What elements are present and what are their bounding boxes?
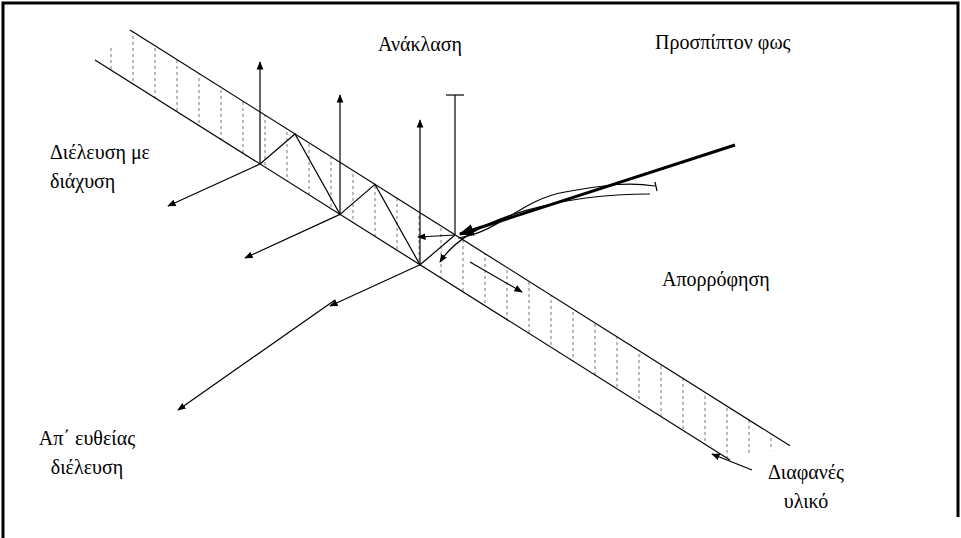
annotation-label: Απορρόφηση — [662, 265, 770, 294]
absorption-curve — [458, 184, 655, 238]
diffuse-arrow — [330, 265, 420, 306]
absorption-arrow — [440, 194, 650, 262]
diffuse-arrow — [168, 164, 260, 206]
material-lower-surface — [95, 60, 730, 460]
material-pointer — [712, 454, 752, 470]
annotation-label: Ανάκλαση — [378, 30, 462, 59]
absorption-tick — [655, 182, 657, 191]
annotation-label: Διαφανές υλικό — [758, 458, 854, 516]
reflection-arrow — [419, 120, 420, 265]
material-upper-surface — [130, 30, 790, 446]
annotation-label: Προσπίπτον φως — [655, 28, 791, 57]
annotation-label: Απ΄ ευθείας διέλευση — [22, 424, 152, 482]
diffuse-arrow — [245, 214, 340, 258]
diffuse-arrow — [470, 262, 522, 292]
refracted-ray — [418, 235, 455, 237]
direct-transmission-arrow — [178, 300, 335, 410]
internal-path — [260, 134, 455, 265]
annotation-label: Διέλευση με διάχυση — [50, 138, 150, 196]
normal-bar — [446, 94, 464, 95]
reflection-arrow — [259, 62, 260, 164]
reflection-arrow — [339, 95, 340, 214]
normal-line — [454, 95, 455, 235]
